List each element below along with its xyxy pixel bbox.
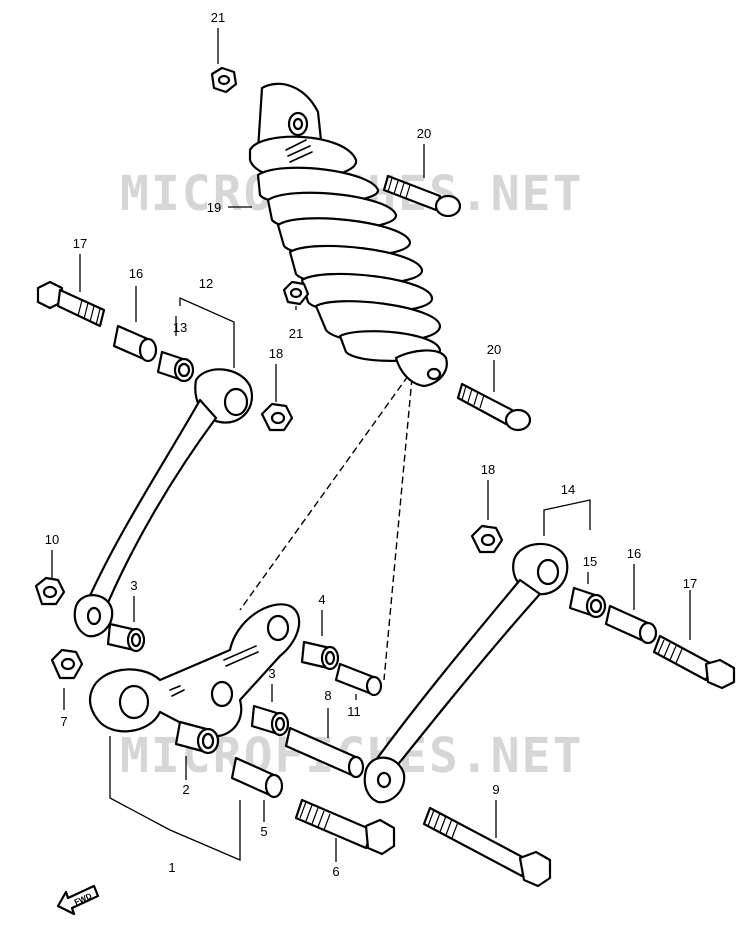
callout-2: 2 xyxy=(182,782,189,797)
bolt-20-lower xyxy=(456,382,532,432)
leader-lines xyxy=(51,28,691,862)
callout-11: 11 xyxy=(347,704,361,719)
callout-17-right: 17 xyxy=(683,576,697,591)
callout-9: 9 xyxy=(492,782,499,797)
callout-18-right: 18 xyxy=(481,462,495,477)
callout-18-left: 18 xyxy=(269,346,283,361)
bolt-17-right xyxy=(652,634,736,690)
fwd-arrow-icon: FWD xyxy=(56,884,100,916)
spacer-16-right xyxy=(604,604,658,645)
spacer-11 xyxy=(334,662,383,697)
link-arm-14 xyxy=(363,542,569,804)
callout-labels: 21 20 19 17 16 12 13 21 18 20 18 14 15 1… xyxy=(45,10,697,879)
link-arm-12 xyxy=(73,368,253,638)
bearing-3-lower xyxy=(250,704,290,737)
callout-10: 10 xyxy=(45,532,59,547)
callout-1: 1 xyxy=(168,860,175,875)
callout-21-upper: 21 xyxy=(211,10,225,25)
callout-17-left: 17 xyxy=(73,236,87,251)
callout-20-upper: 20 xyxy=(417,126,431,141)
callout-20-lower: 20 xyxy=(487,342,501,357)
callout-3-upper: 3 xyxy=(130,578,137,593)
callout-16-right: 16 xyxy=(627,546,641,561)
bolt-17-left xyxy=(36,280,106,328)
callout-14: 14 xyxy=(561,482,575,497)
cushion-lever-1 xyxy=(88,603,301,738)
spacer-8 xyxy=(284,726,365,779)
nut-21-lower xyxy=(282,280,310,306)
nut-10 xyxy=(34,576,66,606)
callout-15: 15 xyxy=(583,554,597,569)
nut-18-right xyxy=(470,524,504,554)
assembly-line-shock-to-link xyxy=(239,375,409,611)
callout-7: 7 xyxy=(60,714,67,729)
callout-4: 4 xyxy=(318,592,325,607)
rear-shock-absorber xyxy=(248,82,448,388)
assembly-line-shock-to-spacer xyxy=(383,377,413,681)
callout-5: 5 xyxy=(260,824,267,839)
bearing-2 xyxy=(174,720,220,755)
bearing-3-upper xyxy=(106,622,146,653)
spacer-16-left xyxy=(112,324,158,363)
bearing-4 xyxy=(300,640,340,671)
spacer-5 xyxy=(230,756,284,799)
callout-21-lower: 21 xyxy=(289,326,303,341)
callout-16-left: 16 xyxy=(129,266,143,281)
callout-8: 8 xyxy=(324,688,331,703)
bearing-15 xyxy=(568,586,607,619)
bolt-20-upper xyxy=(382,174,462,218)
callout-6: 6 xyxy=(332,864,339,879)
nut-7 xyxy=(50,648,84,680)
bearing-13 xyxy=(156,350,195,383)
callout-19: 19 xyxy=(207,200,221,215)
nut-18-left xyxy=(260,402,294,432)
callout-3-lower: 3 xyxy=(268,666,275,681)
bolt-9 xyxy=(422,806,552,888)
callout-12: 12 xyxy=(199,276,213,291)
nut-21-upper xyxy=(210,66,238,94)
bolt-6 xyxy=(294,798,396,856)
callout-13: 13 xyxy=(173,320,187,335)
